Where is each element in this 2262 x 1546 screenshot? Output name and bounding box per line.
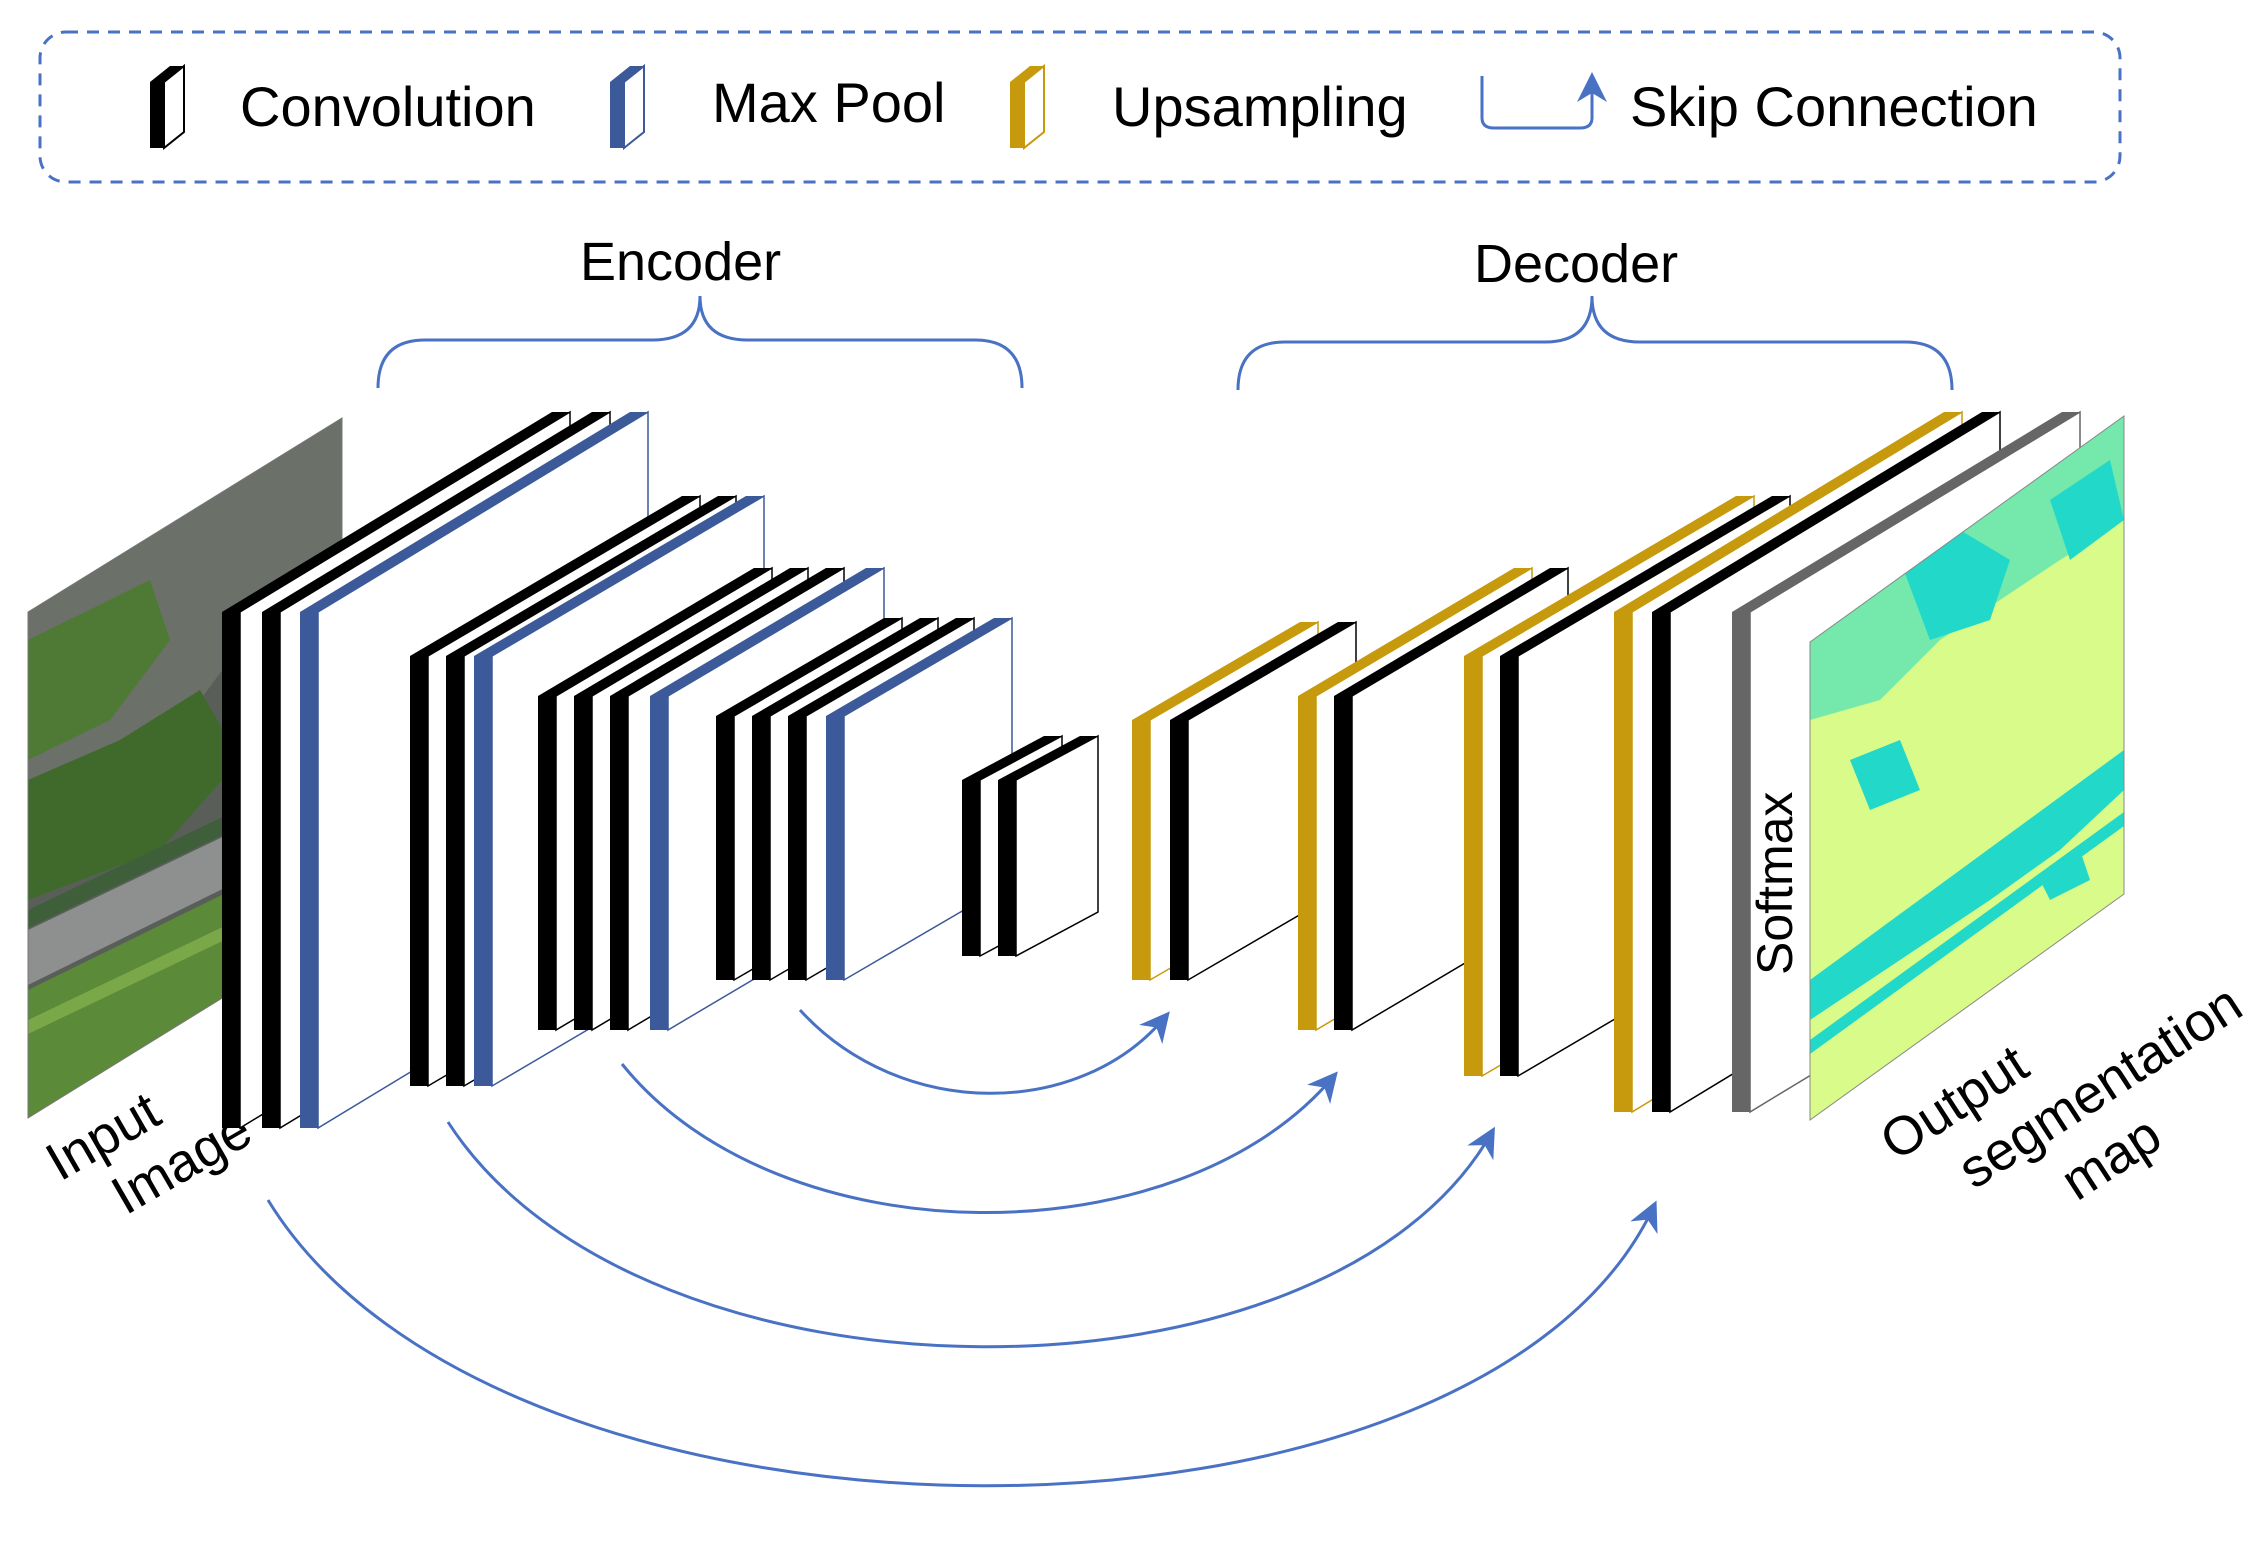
conv-layer-3b-edge — [574, 696, 592, 1030]
decoder-brace — [1236, 295, 1954, 391]
max-pool-layer-1-edge — [300, 612, 318, 1128]
legend-max-pool-label: Max Pool — [712, 71, 945, 134]
conv-layer-4b-edge — [752, 716, 770, 980]
conv-layer-4a-edge — [716, 716, 734, 980]
softmax-layer-edge — [1732, 612, 1750, 1112]
conv-layer-1b-top — [262, 412, 610, 612]
conv-layer-4c-top — [788, 618, 974, 716]
input-image — [28, 418, 342, 1118]
legend-convolution-label: Convolution — [240, 75, 536, 138]
softmax-label: Softmax — [1747, 792, 1803, 975]
convolution-legend-icon — [150, 63, 185, 151]
decoder-label: Decoder — [1474, 234, 1678, 294]
conv-layer-2b-top — [446, 496, 736, 656]
bottleneck-conv-b — [998, 734, 1099, 958]
upsampling-legend-icon — [1010, 63, 1045, 151]
upsampling-layer-2-edge — [1298, 696, 1316, 1030]
conv-layer-3b-top — [574, 568, 808, 696]
encoder-brace — [376, 295, 1024, 389]
max-pool-layer-3-edge — [650, 696, 668, 1030]
network-layers — [222, 410, 2081, 1130]
upsampling-layer-1-top — [1132, 622, 1318, 720]
conv-layer-4c-edge — [788, 716, 806, 980]
conv-layer-4a-top — [716, 618, 902, 716]
conv-layer-1a-edge — [222, 612, 240, 1128]
conv-layer-3a-edge — [538, 696, 556, 1030]
conv-layer-3c-edge — [610, 696, 628, 1030]
skip-connection-1 — [798, 1008, 1170, 1095]
encoder-label: Encoder — [580, 232, 781, 292]
max-pool-layer-4-top — [826, 618, 1012, 716]
upsampling-layer-1-edge — [1132, 720, 1150, 980]
upsampling-layer-3-top — [1464, 496, 1754, 656]
decoder-conv-layer-2-edge — [1334, 696, 1352, 1030]
skip-connections — [266, 1008, 1658, 1488]
legend-border — [38, 30, 2122, 184]
decoder-conv-layer-4-top — [1652, 412, 2000, 612]
max-pool-layer-2-edge — [474, 656, 492, 1086]
max-pool-layer-3-top — [650, 568, 884, 696]
bottleneck-conv-a-top — [962, 736, 1062, 780]
max-pool-layer-4 — [826, 616, 1013, 982]
upsampling-layer-4-edge — [1614, 612, 1632, 1112]
max-pool-layer-1-top — [300, 412, 648, 612]
max-pool-layer-2-top — [474, 496, 764, 656]
bottleneck-conv-a-edge — [962, 780, 980, 956]
skip-connection-4 — [266, 1199, 1658, 1488]
decoder-conv-layer-1-top — [1170, 622, 1356, 720]
upsampling-layer-4-top — [1614, 412, 1962, 612]
decoder-conv-layer-3-edge — [1500, 656, 1518, 1076]
skip-connection-3 — [446, 1121, 1495, 1349]
conv-layer-3a-top — [538, 568, 772, 696]
conv-layer-2a-top — [410, 496, 700, 656]
legend-upsampling-label: Upsampling — [1112, 75, 1408, 138]
bottleneck-conv-b-top — [998, 736, 1098, 780]
skip-connection-2 — [620, 1063, 1338, 1214]
legend: Convolution Max Pool Upsampling Skip Con… — [38, 30, 2122, 184]
decoder-conv-layer-2-top — [1334, 568, 1568, 696]
skip-connection-legend-icon — [1480, 72, 1607, 130]
bottleneck-conv-b-edge — [998, 780, 1016, 956]
upsampling-layer-2-top — [1298, 568, 1532, 696]
output-map-border — [1809, 415, 2125, 1121]
legend-skip-connection-label: Skip Connection — [1630, 75, 2038, 138]
upsampling-layer-3-edge — [1464, 656, 1482, 1076]
softmax-layer-top — [1732, 412, 2080, 612]
decoder-conv-layer-3-top — [1500, 496, 1790, 656]
conv-layer-1a-top — [222, 412, 570, 612]
max-pool-layer-4-edge — [826, 716, 844, 980]
conv-layer-4b-top — [752, 618, 938, 716]
conv-layer-2a-edge — [410, 656, 428, 1086]
max-pool-legend-icon — [610, 63, 645, 151]
decoder-conv-layer-4-edge — [1652, 612, 1670, 1112]
conv-layer-1b-edge — [262, 612, 280, 1128]
conv-layer-3c-top — [610, 568, 844, 696]
conv-layer-2b-edge — [446, 656, 464, 1086]
decoder-conv-layer-1-edge — [1170, 720, 1188, 980]
